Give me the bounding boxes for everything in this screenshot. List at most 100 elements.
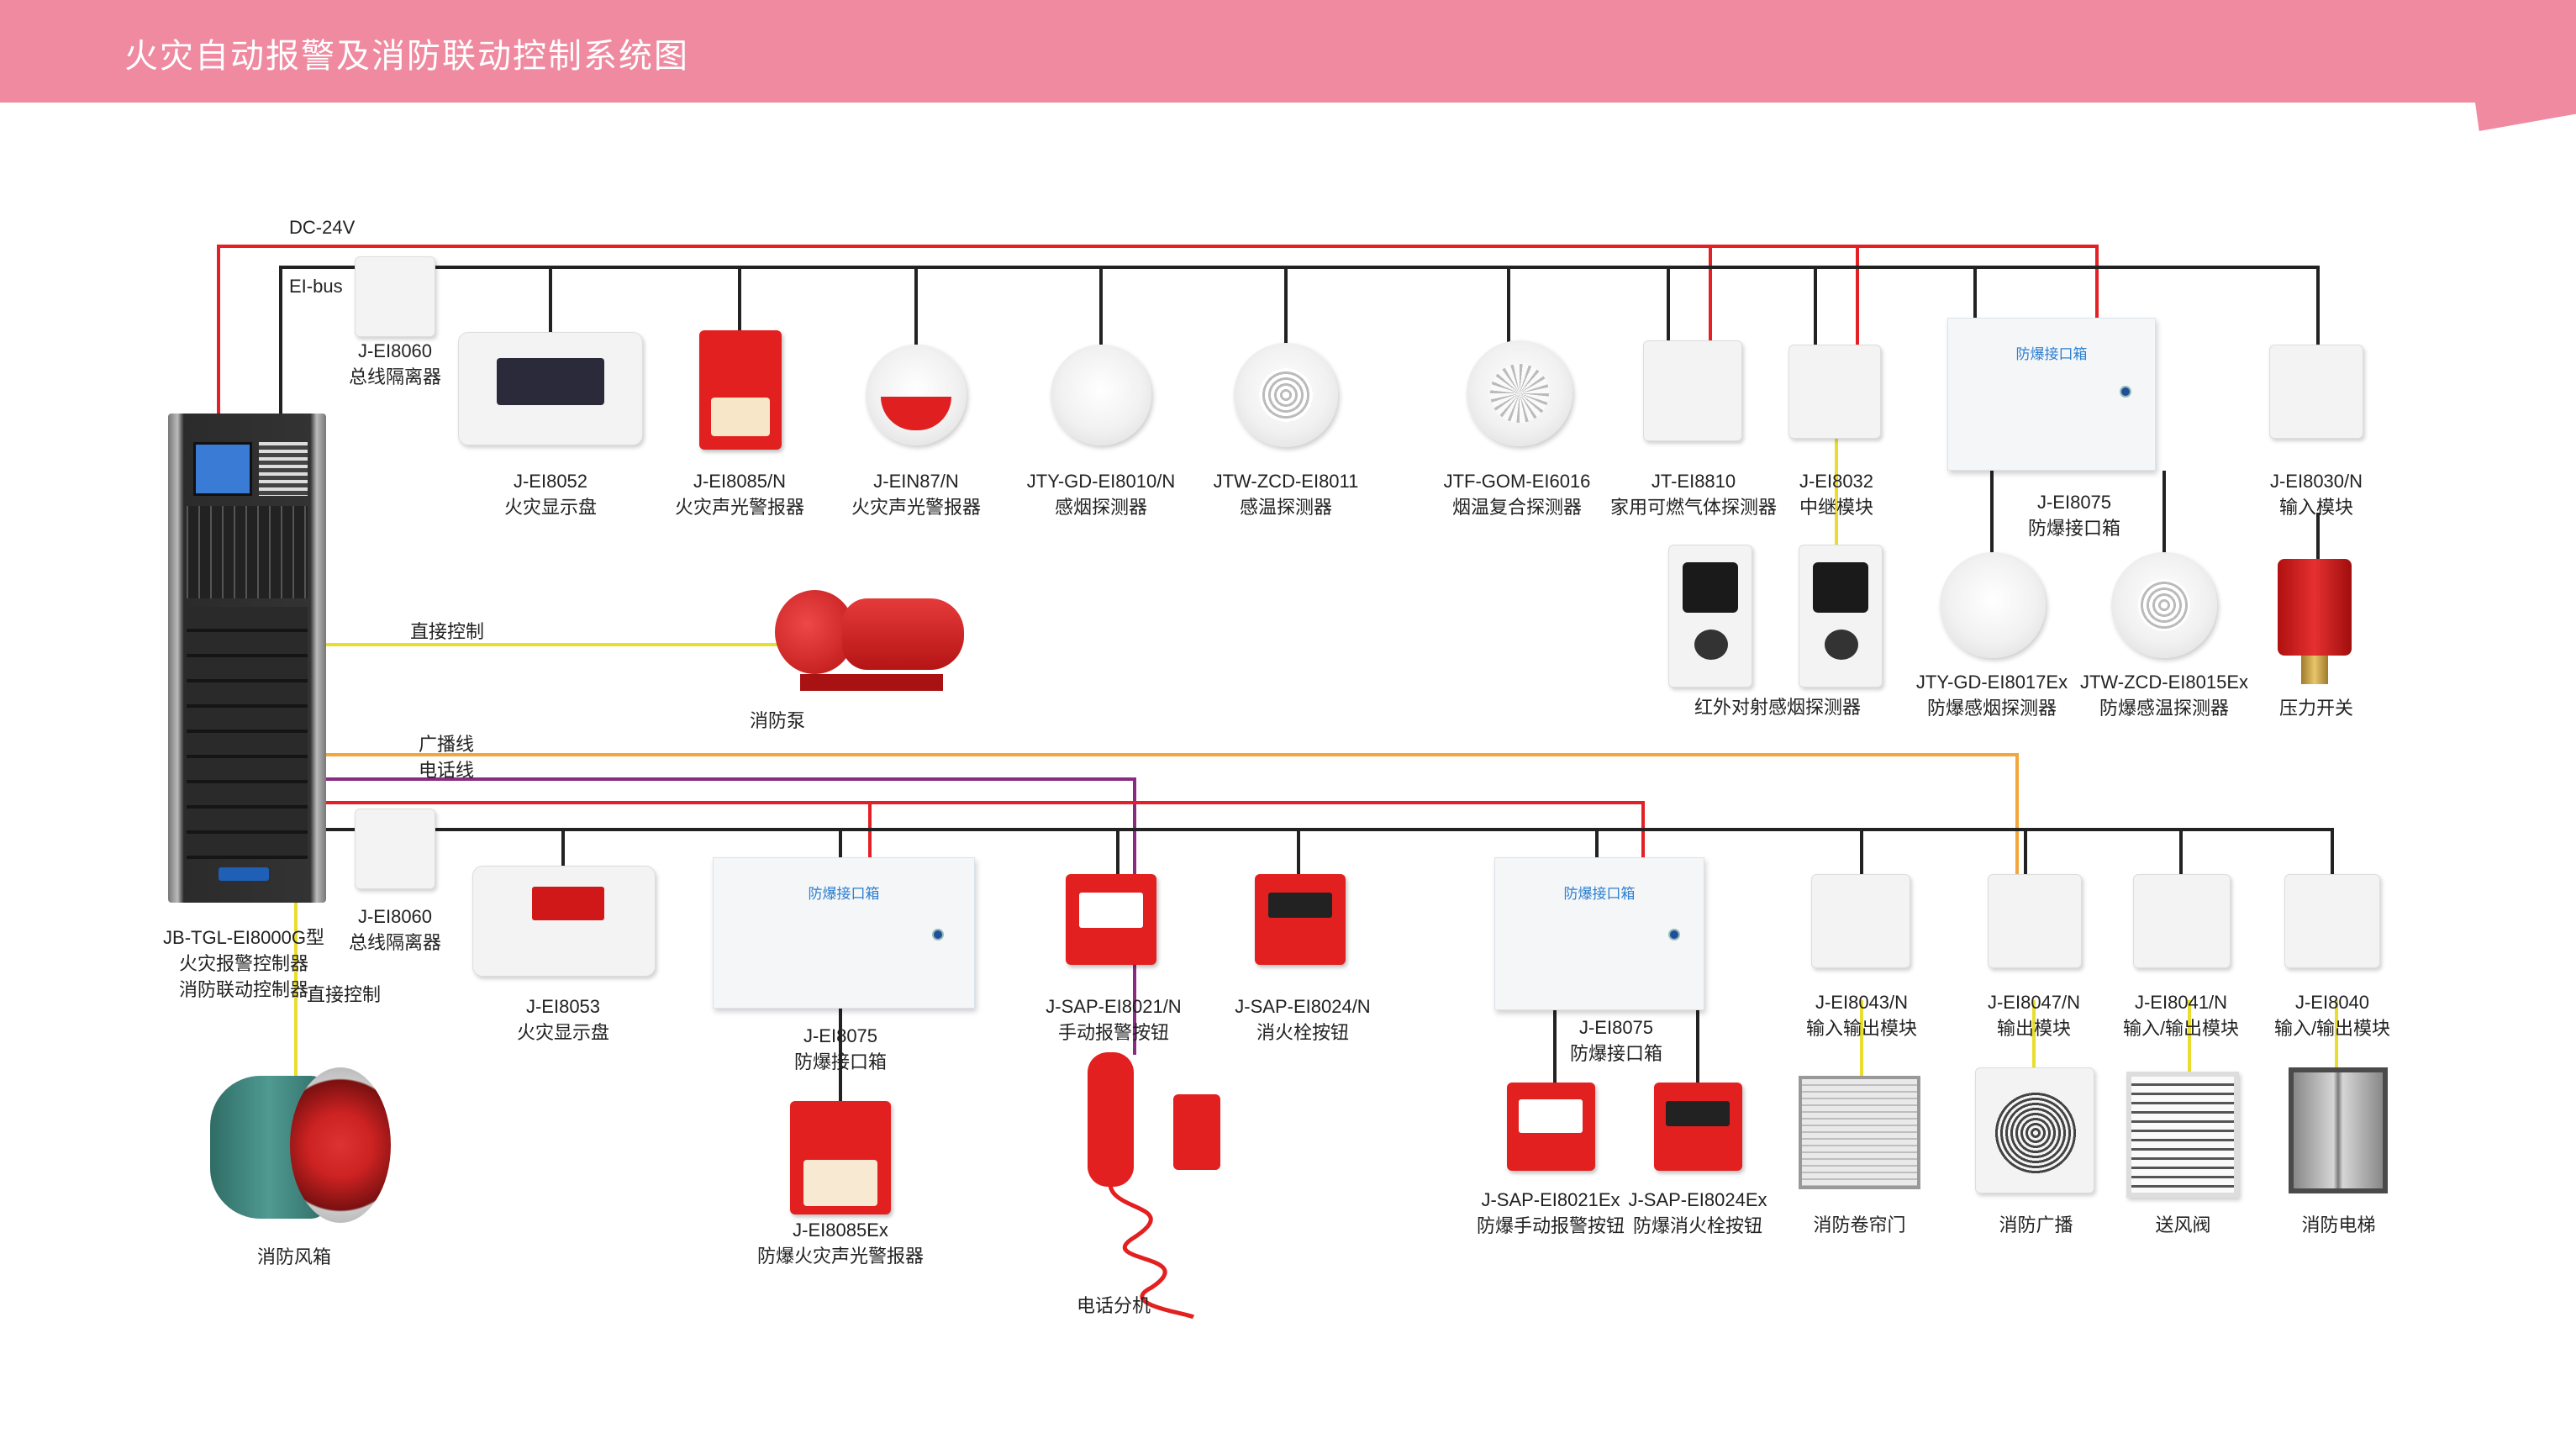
- top-10-name: 输入模块: [2278, 497, 2353, 518]
- ex-hydrant-button: [1654, 1083, 1742, 1171]
- top-6-model: JTF-GOM-EI6016: [1443, 471, 1591, 492]
- fire-fan: [210, 1067, 391, 1227]
- smoke-detector-top: [1051, 345, 1151, 445]
- bottom-5-model: J-EI8075: [1578, 1017, 1654, 1038]
- fire-alarm-control-panel: [168, 414, 326, 903]
- io-module-8041: [2133, 874, 2231, 968]
- bottom-4-name: 消火栓按钮: [1256, 1022, 1349, 1043]
- fire-pump: [775, 565, 964, 706]
- beam-detector-right: [1799, 545, 1883, 688]
- page-title: 火灾自动报警及消防联动控制系统图: [124, 38, 689, 75]
- panel-model: JB-TGL-EI8000G型: [163, 927, 324, 948]
- top-7-name: 家用可燃气体探测器: [1609, 497, 1777, 518]
- ex-manual-alarm-button: [1507, 1083, 1595, 1171]
- fire-elevator: [2289, 1067, 2388, 1193]
- ex-hydrant-name: 防爆消火栓按钮: [1632, 1215, 1762, 1236]
- ex-smoke-name: 防爆感烟探测器: [1926, 698, 2057, 719]
- bottom-3-name: 手动报警按钮: [1057, 1022, 1169, 1043]
- ex-heat-name: 防爆感温探测器: [2099, 698, 2229, 719]
- hydrant-button: [1255, 874, 1346, 965]
- broadcast-line-label: 广播线: [419, 734, 475, 755]
- ex-heat-detector: [2111, 552, 2217, 658]
- explosion-proof-box-bottom-1: 防爆接口箱: [713, 857, 975, 1009]
- phone-extension: [1084, 1052, 1227, 1321]
- manual-alarm-button: [1066, 874, 1156, 965]
- air-damper-label: 送风阀: [2155, 1214, 2211, 1235]
- bottom-6-name: 输入输出模块: [1805, 1018, 1917, 1039]
- bottom-4-model: J-SAP-EI8024/N: [1235, 996, 1371, 1017]
- top-2-model: J-EI8085/N: [693, 471, 787, 492]
- smoke-heat-composite-detector: [1467, 340, 1572, 446]
- sound-light-alarm-round: [866, 345, 967, 445]
- ex-heat-model: JTW-ZCD-EI8015Ex: [2079, 672, 2249, 693]
- io-module-8040: [2284, 874, 2380, 968]
- fire-elevator-label: 消防电梯: [2301, 1214, 2376, 1235]
- bus-isolator-bottom: [355, 809, 435, 889]
- beam-detector-left: [1668, 545, 1752, 688]
- phone-extension-label: 电话分机: [1076, 1295, 1151, 1316]
- bottom-5-name: 防爆接口箱: [1569, 1043, 1662, 1064]
- heat-detector-top: [1234, 343, 1338, 447]
- bottom-7-model: J-EI8047/N: [1987, 992, 2081, 1013]
- bottom-6-model: J-EI8043/N: [1815, 992, 1909, 1013]
- fire-display-panel-top: [458, 332, 643, 445]
- bottom-9-model: J-EI8040: [2294, 992, 2370, 1013]
- direct-control-label-pump: 直接控制: [410, 621, 485, 642]
- bottom-0-model: J-EI8060: [357, 906, 433, 927]
- top-9-model: J-EI8075: [2036, 492, 2112, 513]
- panel-name-2: 消防联动控制器: [178, 979, 308, 1000]
- top-0-model: J-EI8060: [357, 340, 433, 361]
- top-7-model: JT-EI8810: [1651, 471, 1736, 492]
- explosion-proof-box-top: 防爆接口箱: [1947, 318, 2156, 471]
- bus-isolator-top: [355, 256, 435, 337]
- ex-manual-name: 防爆手动报警按钮: [1476, 1215, 1625, 1236]
- beam-detector-label: 红外对射感烟探测器: [1694, 697, 1861, 718]
- explosion-proof-box-bottom-1-title: 防爆接口箱: [808, 886, 880, 902]
- ex-alarm-model: J-EI8085Ex: [793, 1220, 888, 1241]
- direct-control-label-fan: 直接控制: [307, 984, 382, 1005]
- fire-display-panel-bottom: [472, 866, 656, 977]
- bottom-8-name: 输入/输出模块: [2122, 1018, 2240, 1039]
- top-0-name: 总线隔离器: [348, 366, 441, 387]
- gas-detector: [1643, 340, 1742, 441]
- eibus-wire-bottom: [323, 828, 2334, 1101]
- eibus-label: EI-bus: [289, 276, 343, 297]
- fire-broadcast-label: 消防广播: [1999, 1214, 2073, 1235]
- top-9-name: 防爆接口箱: [2027, 518, 2120, 539]
- ex-smoke-detector: [1940, 552, 2046, 658]
- top-4-model: JTY-GD-EI8010/N: [1026, 471, 1176, 492]
- header-bar: 火灾自动报警及消防联动控制系统图: [0, 0, 2576, 103]
- top-5-model: JTW-ZCD-EI8011: [1213, 471, 1359, 492]
- io-module-8043: [1811, 874, 1910, 968]
- sound-light-alarm-top: [699, 330, 782, 450]
- ex-manual-model: J-SAP-EI8021Ex: [1481, 1189, 1620, 1210]
- bottom-1-model: J-EI8053: [525, 996, 601, 1017]
- fire-pump-label: 消防泵: [749, 710, 805, 731]
- top-1-model: J-EI8052: [513, 471, 588, 492]
- top-8-name: 中继模块: [1799, 497, 1873, 518]
- dc24v-label: DC-24V: [289, 217, 356, 238]
- relay-module: [1788, 345, 1881, 439]
- fire-fan-label: 消防风箱: [256, 1246, 331, 1267]
- explosion-proof-box-title: 防爆接口箱: [2015, 346, 2088, 362]
- direct-control-wire: [294, 429, 2338, 1093]
- bottom-8-model: J-EI8041/N: [2134, 992, 2228, 1013]
- phone-line-label: 电话线: [419, 760, 475, 781]
- ex-hydrant-model: J-SAP-EI8024Ex: [1628, 1189, 1767, 1210]
- dc24v-wire-bottom: [323, 801, 1645, 857]
- air-damper: [2126, 1072, 2239, 1198]
- top-3-name: 火灾声光警报器: [851, 497, 981, 518]
- top-1-name: 火灾显示盘: [503, 497, 597, 518]
- bottom-0-name: 总线隔离器: [348, 932, 441, 953]
- bottom-1-name: 火灾显示盘: [516, 1022, 609, 1043]
- fire-shutter-door: [1799, 1076, 1920, 1189]
- top-8-model: J-EI8032: [1799, 471, 1874, 492]
- pressure-switch: [2278, 559, 2352, 685]
- input-module-top: [2269, 345, 2363, 439]
- bottom-9-name: 输入/输出模块: [2273, 1018, 2391, 1039]
- bottom-2-model: J-EI8075: [803, 1025, 878, 1046]
- ex-sound-light-alarm: [790, 1101, 891, 1214]
- panel-name-1: 火灾报警控制器: [178, 953, 308, 974]
- top-6-name: 烟温复合探测器: [1451, 497, 1582, 518]
